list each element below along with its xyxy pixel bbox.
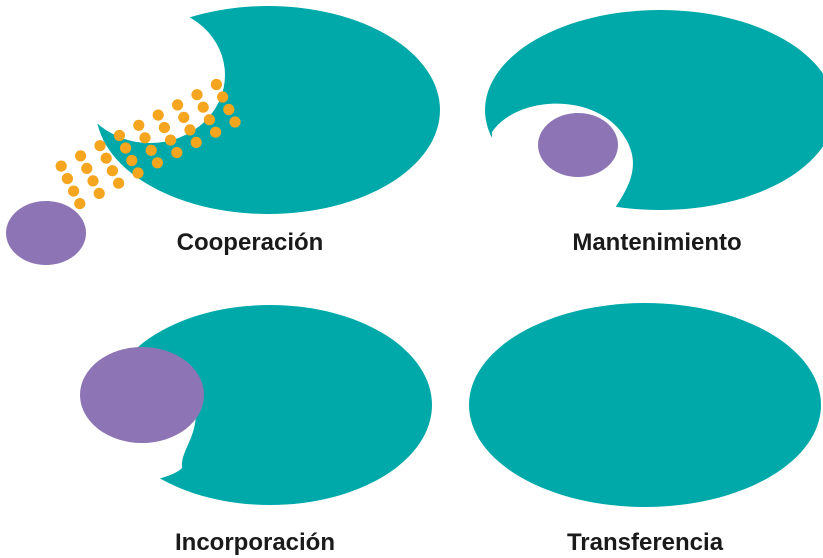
dot	[158, 122, 170, 134]
dot	[106, 165, 118, 177]
dot	[145, 144, 157, 156]
panel-transferencia: Transferencia	[469, 303, 821, 556]
particle	[538, 113, 618, 177]
dot	[151, 157, 163, 169]
dot	[113, 177, 125, 189]
dot	[152, 109, 164, 121]
dot	[120, 142, 132, 154]
dot	[165, 134, 177, 146]
dot	[93, 187, 105, 199]
dot	[197, 101, 209, 113]
dot	[55, 160, 67, 172]
label-incorporacion: Incorporación	[175, 529, 335, 556]
dot	[94, 140, 106, 152]
dot	[191, 89, 203, 101]
dot	[210, 78, 222, 91]
cell-body	[96, 6, 440, 214]
dot	[68, 185, 80, 197]
dot	[81, 162, 93, 174]
label-mantenimiento: Mantenimiento	[572, 229, 741, 256]
dot	[171, 147, 183, 159]
dot	[223, 103, 235, 116]
dot	[133, 119, 145, 131]
dot	[217, 91, 229, 103]
cell-body	[469, 303, 821, 507]
panel-cooperacion: Cooperación	[6, 6, 440, 265]
dot	[87, 175, 99, 187]
particle	[80, 347, 204, 443]
dot	[190, 136, 202, 148]
label-transferencia: Transferencia	[567, 529, 724, 556]
cell-body	[108, 305, 432, 505]
dot	[178, 111, 190, 123]
dot	[210, 126, 222, 138]
dot	[61, 173, 73, 185]
dot	[139, 132, 151, 144]
panel-incorporacion: Incorporación	[80, 305, 432, 556]
dot	[74, 198, 86, 210]
dot	[172, 99, 184, 111]
dot	[132, 167, 144, 179]
panel-mantenimiento: Mantenimiento	[485, 10, 823, 256]
dot	[75, 150, 87, 162]
dot-stream	[55, 78, 241, 210]
cell-body	[485, 10, 823, 210]
dot	[100, 152, 112, 164]
dot	[184, 124, 196, 136]
dot	[229, 116, 241, 128]
dot	[113, 129, 125, 142]
dot	[126, 154, 138, 167]
dot	[203, 114, 215, 126]
label-cooperacion: Cooperación	[177, 229, 324, 256]
particle	[6, 201, 86, 265]
